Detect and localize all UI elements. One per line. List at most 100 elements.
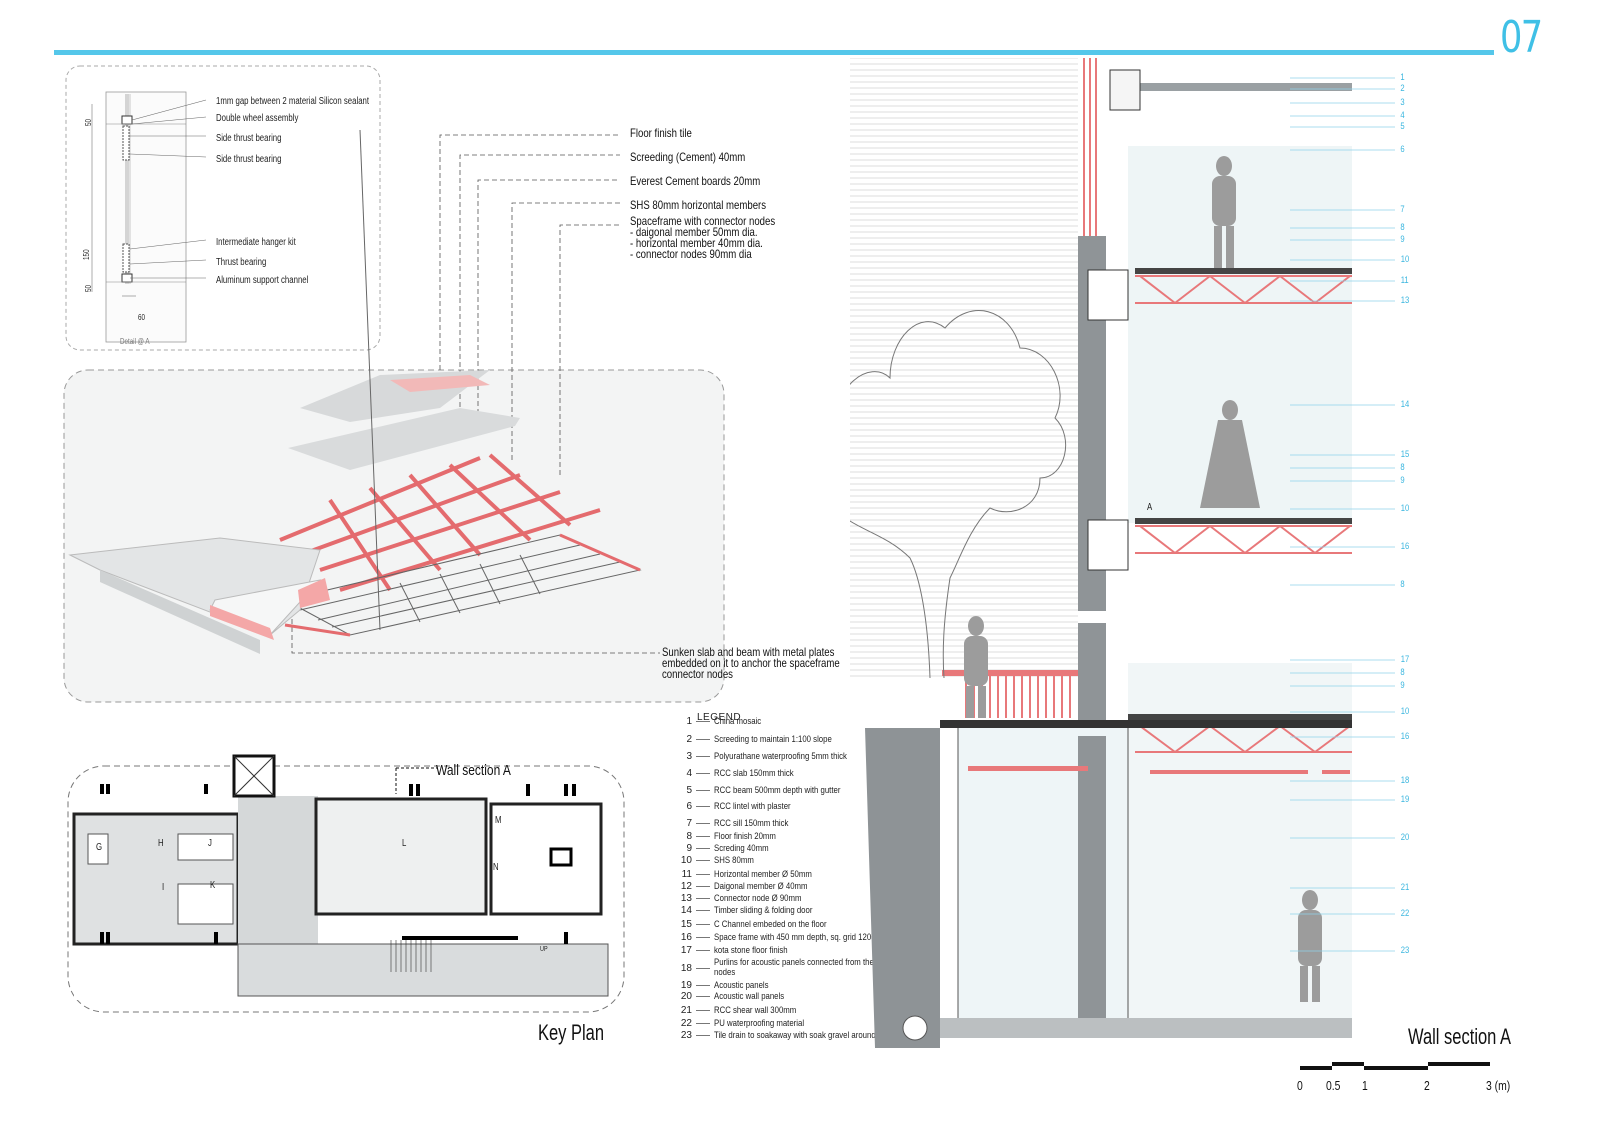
wall-section-drawing	[850, 58, 1395, 1048]
spaceframe-axonometric	[63, 130, 725, 703]
axo-label: - connector nodes 90mm dia	[630, 247, 752, 261]
legend-text: Daigonal member Ø 40mm	[714, 881, 808, 892]
axo-sunken-label: embedded on it to anchor the spaceframe	[662, 656, 840, 670]
scale-tick: 0.5	[1326, 1078, 1341, 1093]
section-callout-number: 10	[1400, 254, 1410, 264]
section-title: Wall section A	[1408, 1024, 1512, 1049]
legend-text: China mosaic	[714, 716, 762, 727]
legend-number: 16	[680, 932, 692, 943]
section-callout-number: 8	[1400, 462, 1405, 472]
legend-dash	[696, 1035, 710, 1036]
room-label: G	[96, 842, 103, 853]
legend-text: kota stone floor finish	[714, 945, 788, 956]
legend-text: RCC shear wall 300mm	[714, 1005, 797, 1016]
axo-sunken-label: Sunken slab and beam with metal plates	[662, 645, 835, 659]
legend-text: C Channel embeded on the floor	[714, 919, 827, 930]
legend-number: 1	[686, 716, 692, 727]
scale-tick: 3 (m)	[1486, 1078, 1511, 1093]
legend-number: 9	[686, 843, 692, 854]
legend-dash	[696, 886, 710, 887]
legend-item: 1 China mosaic	[674, 716, 772, 727]
legend-title: LEGEND	[697, 712, 742, 723]
legend-number: 19	[680, 980, 692, 991]
legend-number: 17	[680, 945, 692, 956]
legend-item: 10 SHS 80mm	[674, 855, 763, 866]
dim-label: 60	[138, 313, 145, 322]
up-label: UP	[540, 946, 548, 953]
key-plan	[67, 754, 625, 1013]
legend-number: 11	[681, 869, 692, 880]
detail-caption: Detail @ A	[120, 337, 150, 346]
legend-dash	[696, 739, 710, 740]
legend-text: PU waterproofing material	[714, 1018, 805, 1029]
room-label: I	[162, 882, 165, 893]
legend-number: 23	[680, 1030, 692, 1041]
legend-item: 12 Daigonal member Ø 40mm	[674, 881, 828, 892]
dim-label: 50	[84, 118, 93, 126]
section-callout-number: 16	[1400, 541, 1410, 551]
legend-dash	[696, 924, 710, 925]
legend-dash	[696, 996, 710, 997]
scale-tick: 2	[1424, 1078, 1430, 1093]
legend-dash	[696, 898, 710, 899]
legend-dash	[696, 910, 710, 911]
section-callout-number: 21	[1400, 882, 1410, 892]
legend-text: Polyurathane waterproofing 5mm thick	[714, 751, 847, 762]
legend-text: Connector node Ø 90mm	[714, 893, 802, 904]
section-callout-number: 4	[1400, 110, 1405, 120]
legend-number: 8	[686, 831, 692, 842]
legend-dash	[696, 1023, 710, 1024]
scale-tick: 1	[1362, 1078, 1368, 1093]
legend-text: Space frame with 450 mm depth, sq. grid …	[714, 932, 889, 943]
legend-text: Purlins for acoustic panels connected fr…	[714, 957, 874, 978]
axo-label: - horizontal member 40mm dia.	[630, 236, 763, 250]
legend-dash	[696, 950, 710, 951]
legend-number: 22	[680, 1018, 692, 1029]
legend-dash	[696, 790, 710, 791]
legend-item: 16 Space frame with 450 mm depth, sq. gri…	[674, 932, 927, 943]
legend-text: Tile drain to soakaway with soak gravel …	[714, 1030, 876, 1041]
legend-item: 3 Polyurathane waterproofing 5mm thick	[674, 751, 876, 762]
section-callout-number: 6	[1400, 144, 1405, 154]
legend-number: 3	[686, 751, 692, 762]
section-callout-number: 10	[1400, 706, 1410, 716]
legend-dash	[696, 967, 710, 969]
legend-text: SHS 80mm	[714, 855, 754, 866]
legend-dash	[696, 836, 710, 837]
legend-number: 5	[686, 785, 692, 796]
section-callout-number: 1	[1400, 72, 1405, 82]
page-number: 07	[1500, 12, 1543, 63]
legend-number: 4	[686, 768, 692, 779]
room-label: H	[158, 838, 164, 849]
legend-number: 15	[680, 919, 692, 930]
detail-label: Intermediate hanger kit	[216, 237, 296, 248]
section-callout-number: 13	[1400, 295, 1410, 305]
legend-number: 2	[686, 734, 692, 745]
legend-dash	[696, 756, 710, 757]
legend-text: Timber sliding & folding door	[714, 905, 813, 916]
legend-item: 17 kota stone floor finish	[674, 945, 804, 956]
legend-number: 12	[680, 881, 692, 892]
legend-dash	[696, 860, 710, 861]
section-callout-number: 17	[1400, 654, 1410, 664]
room-label: K	[210, 880, 216, 891]
section-callout-number: 7	[1400, 204, 1405, 214]
legend-number: 7	[686, 818, 692, 829]
legend-text: Acoustic wall panels	[714, 991, 785, 1002]
axo-label: SHS 80mm horizontal members	[630, 198, 767, 212]
axo-label: Everest Cement boards 20mm	[630, 174, 761, 188]
legend-number: 10	[680, 855, 692, 866]
legend-text: RCC beam 500mm depth with gutter	[714, 785, 841, 796]
legend-dash	[696, 1010, 710, 1011]
legend-item: 23 Tile drain to soakaway with soak grave…	[674, 1030, 911, 1041]
legend-dash	[696, 823, 710, 824]
section-callout-number: 8	[1400, 667, 1405, 677]
